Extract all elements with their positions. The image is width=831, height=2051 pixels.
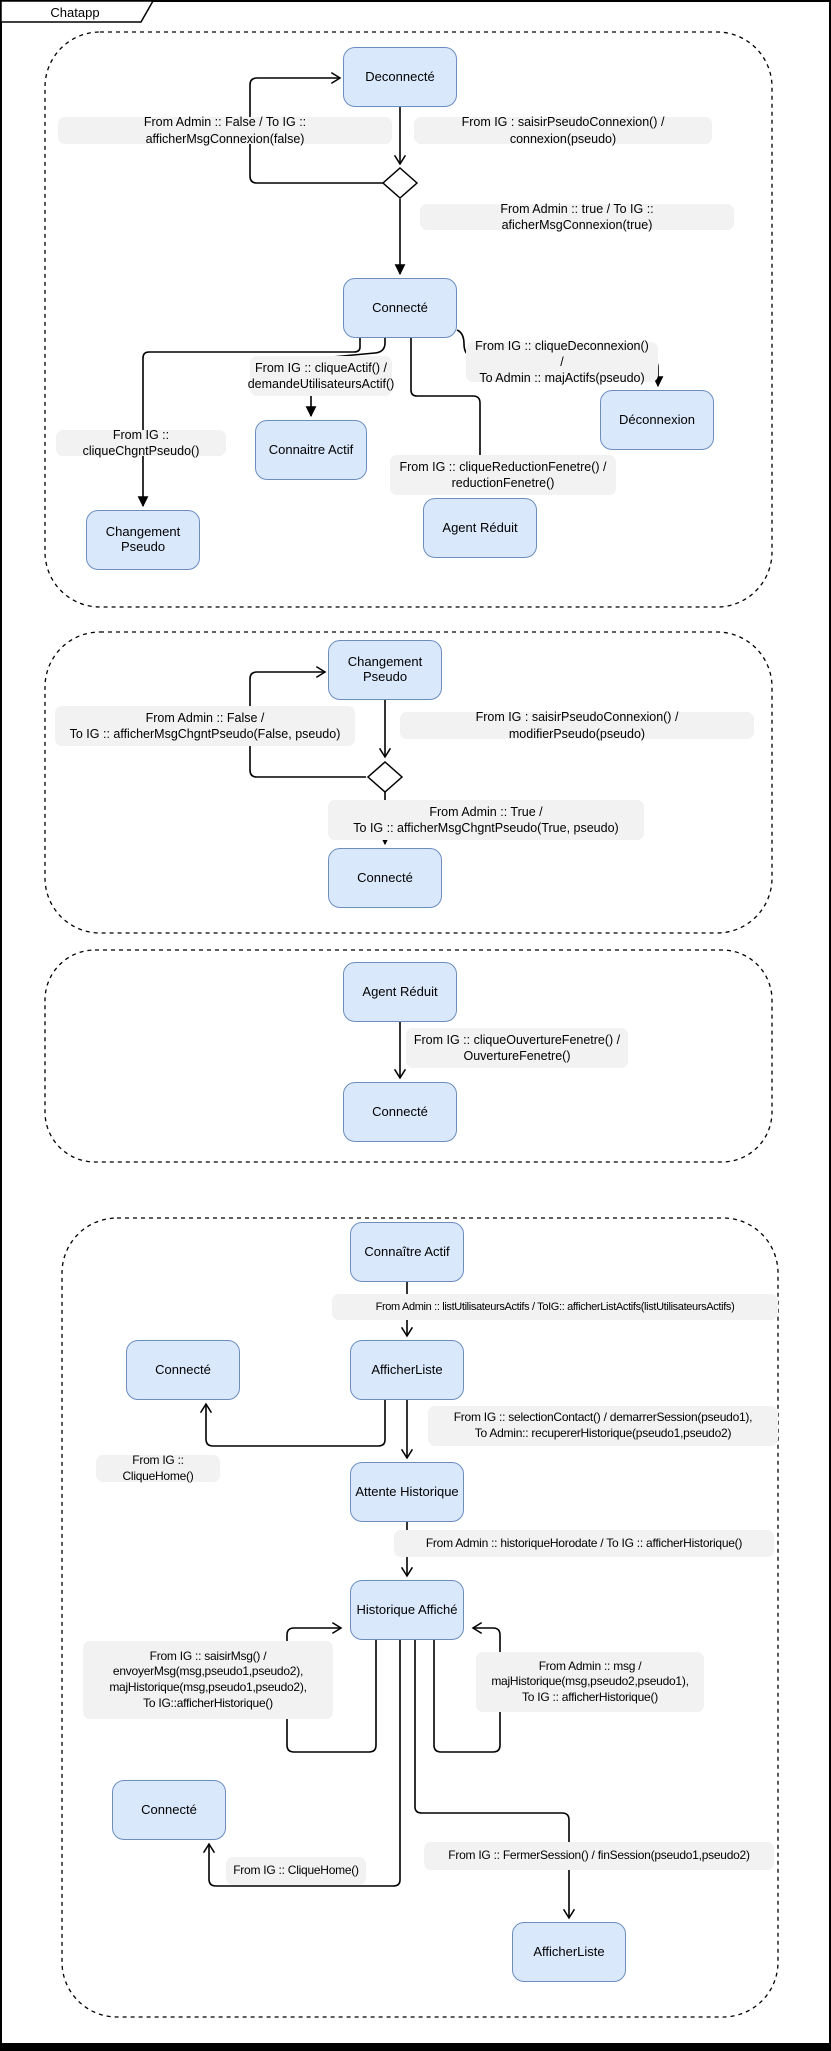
arrow-historique-to-afficherliste-bas — [414, 1640, 576, 1920]
state-agent-reduit-1[interactable]: Agent Réduit — [423, 498, 537, 558]
transition-label-clique-home-1[interactable]: From IG :: CliqueHome() — [96, 1453, 220, 1483]
transition-label-modifier-pseudo[interactable]: From IG : saisirPseudoConnexion() / modi… — [400, 710, 754, 741]
state-agent-reduit-2[interactable]: Agent Réduit — [343, 962, 457, 1022]
state-connecte-1[interactable]: Connecté — [343, 278, 457, 338]
transition-label-historique-horodate[interactable]: From Admin :: historiqueHorodate / To IG… — [394, 1530, 774, 1557]
state-afficher-liste-2[interactable]: AfficherListe — [512, 1922, 626, 1982]
state-connecte-4[interactable]: Connecté — [126, 1340, 240, 1400]
transition-label-saisir-pseudo[interactable]: From IG : saisirPseudoConnexion() / conn… — [414, 115, 712, 146]
arrow-historique-selfloop-left — [286, 1621, 377, 1753]
state-deconnecte[interactable]: Deconnecté — [343, 47, 457, 107]
choice-diamond-connexion[interactable] — [381, 166, 419, 200]
section-historique-container[interactable] — [61, 1217, 779, 2018]
transition-label-clique-deconnexion[interactable]: From IG :: cliqueDeconnexion() / To Admi… — [466, 339, 658, 385]
state-connecte-3[interactable]: Connecté — [343, 1082, 457, 1142]
transition-label-list-actifs[interactable]: From Admin :: listUtilisateursActifs / T… — [332, 1294, 778, 1320]
transition-label-fermer-session[interactable]: From IG :: FermerSession() / finSession(… — [424, 1842, 774, 1870]
arrow-historique-selfloop-right — [433, 1621, 501, 1753]
transition-label-admin-msg[interactable]: From Admin :: msg / majHistorique(msg,ps… — [476, 1652, 704, 1712]
frame-title[interactable]: Chatapp — [50, 4, 100, 20]
state-attente-historique[interactable]: Attente Historique — [350, 1462, 464, 1522]
transition-label-saisir-msg[interactable]: From IG :: saisirMsg() / envoyerMsg(msg,… — [83, 1641, 333, 1719]
state-changement-pseudo-2[interactable]: Changement Pseudo — [328, 640, 442, 700]
state-connecte-5[interactable]: Connecté — [112, 1780, 226, 1840]
state-connecte-2[interactable]: Connecté — [328, 848, 442, 908]
transition-label-clique-chgnt-pseudo[interactable]: From IG :: cliqueChgntPseudo() — [56, 428, 226, 458]
choice-diamond-pseudo[interactable] — [366, 760, 404, 794]
transition-label-clique-reduction[interactable]: From IG :: cliqueReductionFenetre() / re… — [390, 455, 616, 495]
section-changement-pseudo-container[interactable] — [44, 631, 773, 934]
transition-label-chgnt-admin-true[interactable]: From Admin :: True / To IG :: afficherMs… — [328, 800, 644, 840]
transition-label-clique-actif[interactable]: From IG :: cliqueActif() / demandeUtilis… — [248, 356, 394, 396]
arrow-afficherliste-to-connecte — [199, 1400, 386, 1447]
transition-label-admin-true[interactable]: From Admin :: true / To IG :: aficherMsg… — [420, 202, 734, 232]
state-historique-affiche[interactable]: Historique Affiché — [350, 1580, 464, 1640]
state-connaitre-actif-2[interactable]: Connaître Actif — [350, 1222, 464, 1282]
state-changement-pseudo-1[interactable]: Changement Pseudo — [86, 510, 200, 570]
arrow-connecte-to-agent-reduit — [410, 338, 486, 496]
state-deconnexion[interactable]: Déconnexion — [600, 390, 714, 450]
section-agent-reduit-container[interactable] — [44, 949, 773, 1163]
transition-label-chgnt-admin-false[interactable]: From Admin :: False / To IG :: afficherM… — [55, 706, 355, 746]
transition-label-ouverture-fenetre[interactable]: From IG :: cliqueOuvertureFenetre() / Ou… — [406, 1028, 628, 1068]
state-afficher-liste-1[interactable]: AfficherListe — [350, 1340, 464, 1400]
transition-label-admin-false[interactable]: From Admin :: False / To IG :: afficherM… — [58, 115, 392, 146]
frame-title-tab-shape[interactable] — [0, 0, 155, 23]
transition-label-clique-home-2[interactable]: From IG :: CliqueHome() — [226, 1857, 366, 1885]
arrow-connecte-to-changement-pseudo — [137, 338, 361, 508]
transition-label-selection-contact[interactable]: From IG :: selectionContact() / demarrer… — [428, 1406, 778, 1446]
section-connexion-container[interactable] — [44, 31, 773, 608]
arrow-historique-to-connecte-bas — [202, 1640, 401, 1887]
frame-bottom-bar — [0, 2043, 831, 2051]
state-connaitre-actif-1[interactable]: Connaitre Actif — [255, 420, 367, 480]
